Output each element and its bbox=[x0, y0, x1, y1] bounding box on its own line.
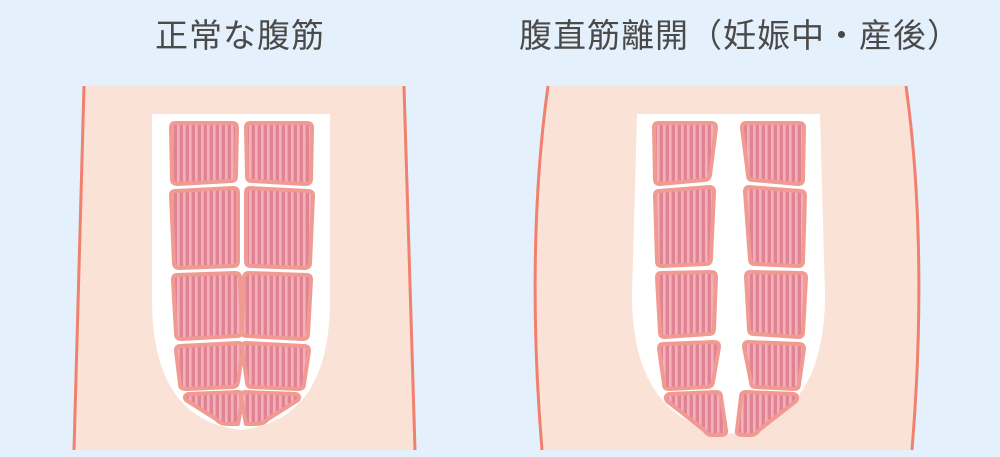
muscle-column-right-normal bbox=[239, 121, 315, 426]
muscle-column-right-diastasis bbox=[734, 121, 808, 437]
torso-left-outline bbox=[72, 85, 86, 451]
muscle-segment-right-5 bbox=[734, 390, 800, 437]
muscle-segment-right-2 bbox=[743, 185, 807, 268]
normal-abdomen-svg bbox=[72, 85, 417, 451]
muscle-segment-left-5 bbox=[663, 390, 729, 437]
muscle-segment-right-1 bbox=[740, 121, 806, 186]
muscle-segment-left-4 bbox=[657, 340, 721, 391]
figure-diastasis-abdomen bbox=[480, 0, 1000, 457]
muscle-segment-left-4 bbox=[174, 341, 245, 391]
panel-title-diastasis: 腹直筋離開（妊娠中・産後） bbox=[519, 16, 961, 55]
torso-right-outline bbox=[904, 85, 921, 451]
muscle-segment-left-3 bbox=[655, 270, 718, 339]
panel-diastasis-recti: 腹直筋離開（妊娠中・産後） bbox=[480, 0, 1000, 457]
torso-right-outline bbox=[402, 85, 417, 451]
muscle-segment-right-3 bbox=[744, 270, 808, 339]
muscle-segment-left-2 bbox=[653, 185, 716, 268]
figure-normal-abdomen bbox=[0, 0, 480, 457]
muscle-column-left-diastasis bbox=[652, 121, 729, 437]
muscle-segment-right-4 bbox=[742, 340, 806, 391]
muscle-segment-right-1 bbox=[244, 121, 314, 186]
muscle-segment-right-4 bbox=[240, 341, 311, 391]
diastasis-abdomen-svg bbox=[533, 85, 921, 451]
muscle-column-left-normal bbox=[169, 121, 245, 426]
muscle-segment-left-3 bbox=[171, 271, 244, 341]
panel-normal-abdominals: 正常な腹筋 bbox=[0, 0, 480, 457]
panel-title-normal: 正常な腹筋 bbox=[155, 16, 325, 55]
muscle-segment-left-1 bbox=[169, 121, 239, 186]
muscle-segment-left-1 bbox=[652, 121, 718, 186]
muscle-segment-right-3 bbox=[240, 271, 313, 341]
muscle-segment-right-5 bbox=[239, 390, 302, 426]
muscle-segment-left-2 bbox=[169, 186, 240, 270]
torso-left-outline bbox=[533, 85, 550, 451]
muscle-segment-right-2 bbox=[244, 186, 315, 270]
